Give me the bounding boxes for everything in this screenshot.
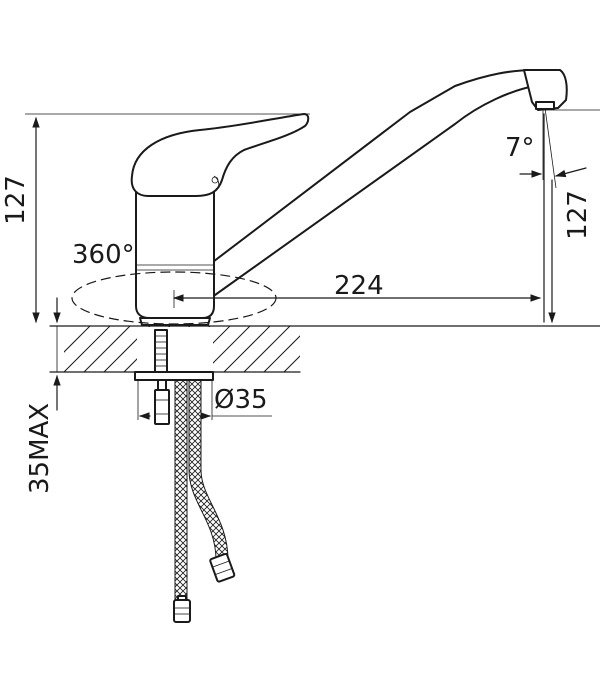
- deck-thickness-label: 35MAX: [25, 403, 55, 494]
- spout: [204, 69, 536, 301]
- hole-diameter-label: Ø35: [214, 385, 268, 415]
- threaded-stud: [154, 329, 168, 375]
- hole-diameter-dimension: Ø35: [137, 380, 272, 420]
- total-height-dimension: 127: [1, 113, 310, 324]
- hose-nut-left: [173, 595, 191, 623]
- supply-hoses: [173, 372, 236, 623]
- countertop: [49, 325, 600, 373]
- fixing-nut: [154, 389, 170, 425]
- deck-thickness-dimension: 35MAX: [25, 297, 61, 494]
- spout-height-label: 127: [563, 190, 593, 240]
- hose-nut-right: [209, 552, 236, 583]
- rotation-label: 360°: [72, 240, 135, 270]
- spout-angle-label: 7°: [505, 133, 535, 163]
- body-column: [135, 191, 215, 319]
- total-height-label: 127: [1, 175, 31, 225]
- fixing-plate: [134, 371, 214, 381]
- spout-angle-dimension: 7°: [505, 107, 587, 189]
- spout-height-dimension: 127: [543, 109, 600, 324]
- spout-reach-dimension: 224: [172, 271, 542, 308]
- mounting-stud: [134, 329, 214, 425]
- spout-reach-label: 224: [334, 271, 384, 301]
- mounting-hole: [137, 327, 213, 371]
- aerator: [535, 101, 555, 110]
- lever-handle[interactable]: [130, 113, 310, 197]
